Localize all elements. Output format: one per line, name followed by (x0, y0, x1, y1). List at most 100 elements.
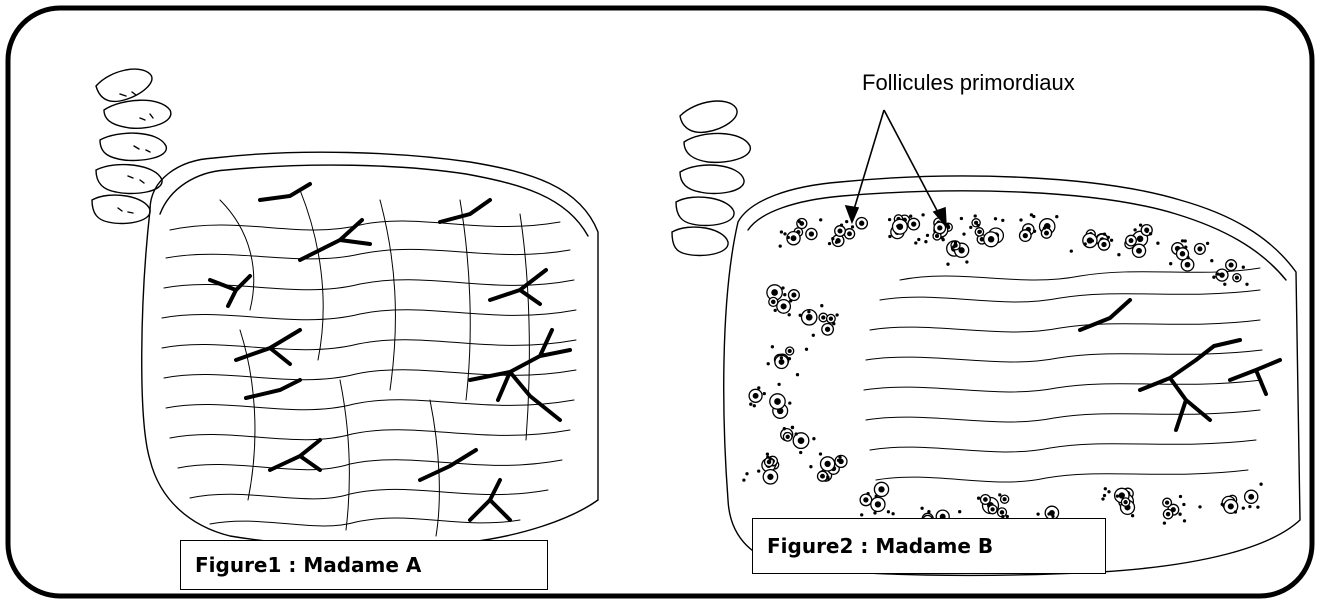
follicle-oocyte (826, 327, 830, 331)
follicle-oocyte (1124, 501, 1127, 504)
stroma-dot (947, 224, 949, 226)
stroma-dot (1257, 506, 1259, 508)
annotation-arrows (846, 110, 946, 226)
arrow-line-left (852, 110, 884, 216)
stroma-dot (852, 226, 854, 228)
follicle-oocyte (936, 235, 939, 238)
stroma-dot (1187, 257, 1189, 259)
stroma-dot (810, 466, 812, 468)
follicle-oocyte (980, 238, 983, 241)
follicle-oocyte (991, 508, 994, 511)
follicle-oocyte (1185, 263, 1189, 267)
stroma-dot (955, 242, 957, 244)
figure2-caption: Figure2 : Madame B (752, 518, 1106, 574)
stroma-dot (922, 214, 924, 216)
stroma-dot (970, 226, 972, 228)
stroma-dot (960, 218, 962, 220)
follicle-oocyte (753, 394, 758, 399)
stroma-dot (778, 383, 780, 385)
stroma-dot (1199, 506, 1201, 508)
stroma-dot (839, 456, 841, 458)
stroma-dot (959, 511, 961, 513)
stroma-dot (1185, 246, 1187, 248)
arrow-line-right (884, 110, 942, 220)
stroma-dot (769, 458, 771, 460)
follicle-oocyte (1180, 252, 1184, 256)
stroma-dot (1242, 507, 1244, 509)
follicle-oocyte (938, 226, 942, 230)
stroma-dot (1184, 240, 1186, 242)
stroma-dot (763, 393, 765, 395)
follicle-oocyte (792, 293, 796, 297)
stroma-dot (789, 402, 791, 404)
stroma-dot (947, 263, 949, 265)
stroma-dot (767, 456, 769, 458)
follicle-oocyte (1236, 276, 1239, 279)
follicle-oocyte (875, 502, 880, 507)
stroma-dot (1217, 273, 1219, 275)
stroma-dot (791, 426, 793, 428)
stroma-dot (874, 512, 876, 514)
follicle-oocyte (772, 290, 777, 295)
follicle-oocyte (1249, 495, 1254, 500)
stroma-dot (836, 314, 838, 316)
follicle-oocyte (912, 222, 916, 226)
stroma-dot (743, 479, 745, 481)
follicle-oocyte (838, 229, 842, 233)
stroma-dot (780, 357, 782, 359)
stroma-dot (1104, 495, 1106, 497)
stroma-dot (829, 243, 831, 245)
follicle-oocyte (1138, 236, 1143, 241)
stroma-dot (1111, 239, 1113, 241)
follicle-oocyte (809, 232, 813, 236)
stroma-dot (1102, 498, 1104, 500)
stroma-dot (797, 374, 799, 376)
stroma-dot (795, 433, 797, 435)
stroma-dot (1048, 513, 1050, 515)
stroma-dot (827, 476, 829, 478)
stroma-dot (1116, 495, 1118, 497)
stroma-dot (1182, 240, 1184, 242)
follicle-oocyte (781, 304, 786, 309)
stroma-dot (1179, 513, 1181, 515)
stroma-dot (999, 494, 1001, 496)
stroma-dot (887, 511, 889, 513)
stroma-dot (1108, 491, 1110, 493)
stroma-dot (788, 358, 790, 360)
stroma-dot (889, 236, 891, 238)
follicle-oocyte (829, 317, 832, 320)
stroma-dot (897, 225, 899, 227)
follicle-oocyte (768, 474, 773, 479)
stroma-dot (813, 438, 815, 440)
figure1-caption: Figure1 : Madame A (180, 540, 548, 590)
follicle-oocyte (975, 221, 978, 224)
stroma-dot (1150, 233, 1152, 235)
figure2-fimbriae (672, 101, 750, 255)
stroma-dot (838, 459, 840, 461)
figure1-fimbriae (92, 69, 171, 223)
stroma-dot (784, 233, 786, 235)
stroma-dot (750, 403, 752, 405)
follicle-oocyte (822, 316, 825, 319)
stroma-dot (978, 497, 980, 499)
stroma-dot (784, 294, 786, 296)
stroma-dot (1033, 216, 1035, 218)
stroma-dot (1221, 503, 1223, 505)
stroma-dot (783, 428, 785, 430)
follicle-oocyte (959, 248, 964, 253)
follicle-oocyte (788, 350, 791, 353)
stroma-dot (861, 514, 863, 516)
follicle-oocyte (791, 236, 796, 241)
stroma-dot (1084, 243, 1086, 245)
follicle-oocyte (1045, 231, 1049, 235)
stroma-dot (977, 225, 979, 227)
stroma-dot (974, 215, 976, 217)
stroma-dot (1180, 496, 1182, 498)
arrowhead-left (846, 206, 858, 222)
stroma-dot (836, 241, 838, 243)
stroma-dot (1146, 231, 1148, 233)
follicle-oocyte (1220, 273, 1224, 277)
stroma-dot (1157, 242, 1159, 244)
figure2-blood-vessels (1080, 300, 1280, 430)
stroma-dot (1207, 242, 1209, 244)
